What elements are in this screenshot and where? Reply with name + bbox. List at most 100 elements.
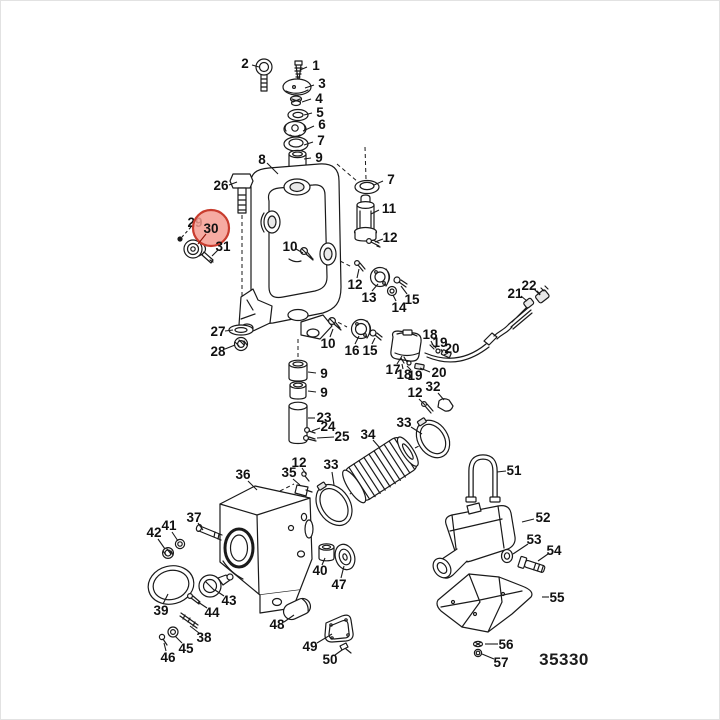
- callout-leader-24: [311, 427, 321, 432]
- callout-leader-33: [331, 471, 335, 486]
- callout-26: 26: [213, 178, 229, 193]
- part-fitting-35: [294, 484, 313, 497]
- callout-40: 40: [312, 563, 327, 578]
- part-bushing-9b: [288, 359, 308, 382]
- callout-leader-19: [440, 348, 443, 353]
- part-screw-15b: [369, 329, 383, 341]
- part-lift-eye-2: [255, 58, 273, 92]
- callout-38: 38: [196, 630, 212, 645]
- part-seal-7: [283, 136, 309, 152]
- callout-leader-12: [356, 268, 360, 279]
- part-stud-38: [179, 612, 199, 629]
- callout-18: 18: [396, 367, 412, 382]
- part-bolt-24: [304, 427, 316, 434]
- callout-12: 12: [382, 230, 397, 245]
- callout-leader-30: [197, 233, 207, 245]
- part-oring-39: [147, 565, 195, 605]
- callout-leader-41: [171, 531, 179, 542]
- callout-39: 39: [153, 603, 168, 618]
- callout-20: 20: [444, 341, 459, 356]
- part-valve-11: [353, 194, 378, 242]
- part-trim-sender-17: [390, 329, 422, 362]
- part-plug-13: [369, 266, 391, 288]
- callout-leader-42: [157, 538, 166, 550]
- callout-leader-14: [392, 294, 397, 302]
- part-roller-30: [183, 239, 207, 259]
- callout-50: 50: [322, 652, 337, 667]
- callout-leader-31: [211, 249, 219, 257]
- callout-30: 30: [203, 221, 218, 236]
- callout-10: 10: [282, 239, 297, 254]
- callout-leader-52: [521, 518, 535, 523]
- callout-leader-12: [301, 467, 307, 475]
- highlight-circle: [191, 208, 231, 248]
- callout-22: 22: [521, 278, 536, 293]
- callout-leader-13: [371, 283, 379, 292]
- callout-7: 7: [387, 172, 395, 187]
- callout-33: 33: [396, 415, 412, 430]
- callout-57: 57: [493, 655, 508, 670]
- callout-1: 1: [312, 58, 320, 73]
- callout-28: 28: [210, 344, 226, 359]
- callout-leader-18: [430, 340, 434, 346]
- callout-leader-18: [401, 363, 404, 370]
- callout-10: 10: [320, 336, 335, 351]
- callout-leader-1: [299, 66, 308, 71]
- part-tube-23: [288, 401, 308, 445]
- part-clip-14: [386, 285, 398, 297]
- part-nut-28: [233, 336, 249, 352]
- part-valve-4: [289, 95, 303, 107]
- callout-12: 12: [347, 277, 362, 292]
- callout-15: 15: [362, 343, 378, 358]
- part-wire-harness: [424, 303, 533, 363]
- callout-leader-34: [372, 439, 381, 449]
- callout-layer: 1234567897111226293031101213141527281016…: [146, 56, 565, 670]
- callout-leader-7: [373, 180, 384, 186]
- callout-32: 32: [425, 379, 440, 394]
- callout-leader-37: [197, 522, 204, 531]
- part-check-valve-6: [283, 120, 307, 138]
- callout-55: 55: [549, 590, 565, 605]
- callout-16: 16: [344, 343, 360, 358]
- callout-9: 9: [320, 385, 328, 400]
- callout-43: 43: [221, 593, 237, 608]
- callout-leader-3: [304, 84, 315, 89]
- callout-leader-27: [224, 329, 234, 332]
- callout-6: 6: [318, 117, 326, 132]
- callout-leader-15: [400, 285, 408, 295]
- callout-23: 23: [316, 410, 332, 425]
- callout-11: 11: [382, 201, 397, 216]
- callout-14: 14: [391, 300, 407, 315]
- callout-leader-54: [537, 553, 549, 562]
- callout-leader-51: [496, 470, 507, 473]
- part-cap-3: [282, 78, 312, 96]
- part-pin-31: [201, 251, 214, 264]
- part-bolt-54: [517, 555, 546, 573]
- part-connector-22: [535, 285, 550, 304]
- callout-leader-21: [520, 295, 528, 302]
- part-plate-49: [324, 614, 354, 643]
- callout-36: 36: [235, 467, 251, 482]
- callout-leader-44: [197, 601, 208, 609]
- part-clamp-33b: [315, 481, 353, 527]
- callout-leader-49: [316, 633, 333, 644]
- callout-18: 18: [422, 327, 438, 342]
- callout-leader-28: [224, 344, 236, 350]
- callout-48: 48: [269, 617, 285, 632]
- part-screw-1: [294, 60, 303, 81]
- callout-35: 35: [281, 465, 297, 480]
- callout-leader-48: [283, 614, 295, 623]
- callout-31: 31: [215, 239, 231, 254]
- callout-leader-50: [334, 649, 343, 656]
- callout-leader-9: [303, 157, 312, 160]
- callout-44: 44: [204, 605, 220, 620]
- part-anode-55: [436, 573, 533, 633]
- callout-leader-53: [512, 543, 529, 555]
- callout-leader-57: [481, 653, 495, 660]
- callout-leader-17: [396, 355, 403, 365]
- callout-19: 19: [432, 335, 447, 350]
- callout-3: 3: [318, 76, 326, 91]
- part-ubolt-51: [465, 454, 501, 503]
